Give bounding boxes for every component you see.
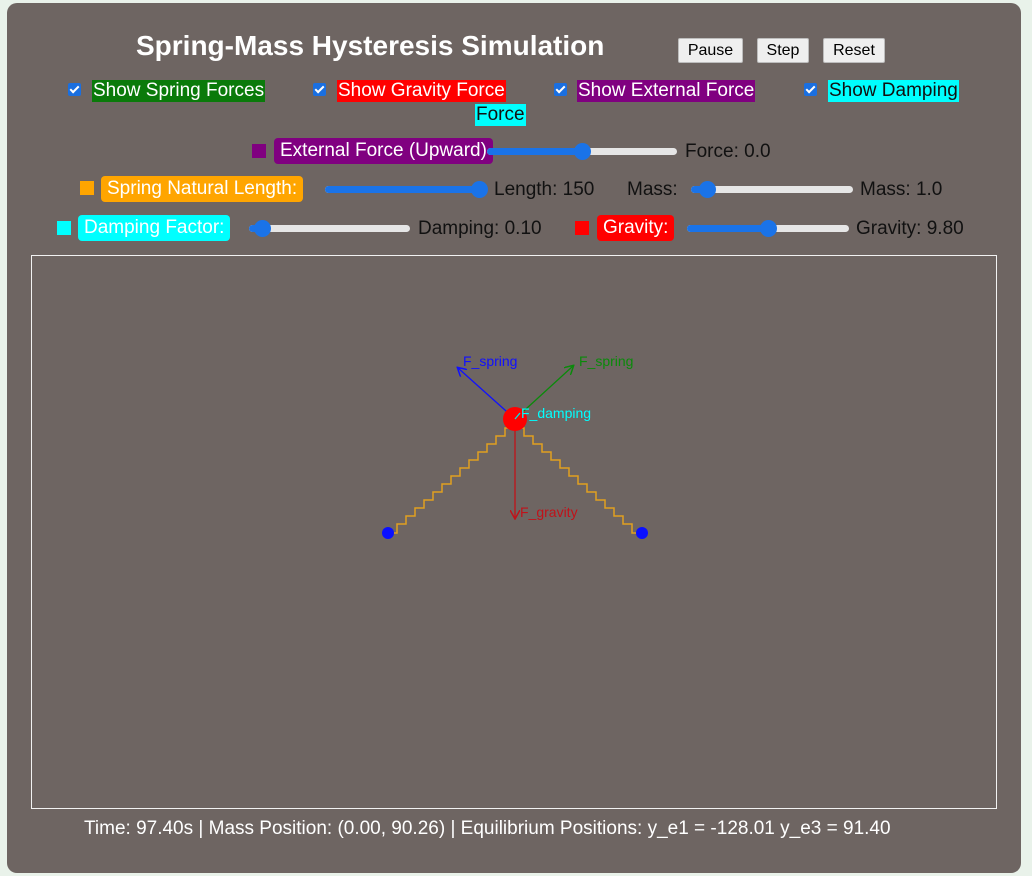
left-anchor — [382, 527, 394, 539]
external-force-swatch — [252, 144, 266, 158]
slider-fill — [325, 186, 479, 193]
gravity-force-label: Show Gravity Force — [337, 80, 506, 102]
damping-force-label-wrap: Force — [475, 104, 526, 126]
gravity-force-checkbox[interactable] — [313, 83, 326, 96]
slider-thumb[interactable] — [471, 181, 488, 198]
gravity-value: Gravity: 9.80 — [856, 218, 964, 239]
damping-slider[interactable] — [249, 220, 410, 237]
external-force-value: Force: 0.0 — [685, 141, 771, 162]
slider-fill — [691, 186, 708, 193]
spring-length-label: Spring Natural Length: — [101, 176, 304, 202]
external-force-slider[interactable] — [487, 143, 677, 160]
slider-fill — [687, 225, 768, 232]
simulation-canvas[interactable]: F_spring F_spring F_damping F_gravity — [31, 255, 997, 809]
gravity-label: Gravity: — [597, 215, 675, 241]
left-spring — [388, 427, 515, 534]
gravity-swatch — [575, 221, 589, 235]
spring-force-right-arrow — [514, 366, 573, 420]
damping-swatch — [57, 221, 71, 235]
pause-button[interactable]: Pause — [678, 38, 743, 63]
damping-force-label: Show Damping — [828, 80, 959, 102]
damping-force-label: F_damping — [521, 405, 591, 421]
simulation-drawing: F_spring F_spring F_damping F_gravity — [382, 353, 648, 539]
mass-value: Mass: 1.0 — [860, 179, 943, 200]
right-anchor — [636, 527, 648, 539]
gravity-force-label: F_gravity — [520, 504, 578, 520]
slider-thumb[interactable] — [574, 143, 591, 160]
spring-forces-label: Show Spring Forces — [92, 80, 266, 102]
slider-track — [249, 225, 410, 232]
right-spring — [515, 427, 642, 534]
slider-thumb[interactable] — [760, 220, 777, 237]
spring-forces-checkbox[interactable] — [68, 83, 81, 96]
page-title: Spring-Mass Hysteresis Simulation — [136, 30, 605, 61]
spring-force-left-label: F_spring — [463, 353, 517, 369]
damping-force-checkbox[interactable] — [804, 83, 817, 96]
external-force-control-label: External Force (Upward) — [274, 138, 493, 164]
spring-length-value: Length: 150 — [494, 179, 595, 200]
damping-value: Damping: 0.10 — [418, 218, 542, 239]
external-force-checkbox[interactable] — [554, 83, 567, 96]
status-line: Time: 97.40s | Mass Position: (0.00, 90.… — [84, 818, 891, 839]
external-force-label: Show External Force — [577, 80, 756, 102]
slider-thumb[interactable] — [253, 220, 271, 237]
step-button[interactable]: Step — [757, 38, 809, 63]
mass-label: Mass: — [627, 179, 678, 200]
mass-slider[interactable] — [691, 181, 853, 198]
damping-force-arrow — [514, 412, 521, 420]
slider-thumb[interactable] — [699, 181, 717, 198]
spring-length-slider[interactable] — [325, 181, 488, 198]
reset-button[interactable]: Reset — [823, 38, 885, 63]
spring-force-right-label: F_spring — [579, 353, 633, 369]
gravity-slider[interactable] — [687, 220, 849, 237]
slider-fill — [487, 148, 582, 155]
slider-track — [691, 186, 853, 193]
spring-length-swatch — [80, 181, 94, 195]
damping-factor-label: Damping Factor: — [78, 215, 231, 241]
spring-force-left-arrow — [458, 368, 516, 420]
